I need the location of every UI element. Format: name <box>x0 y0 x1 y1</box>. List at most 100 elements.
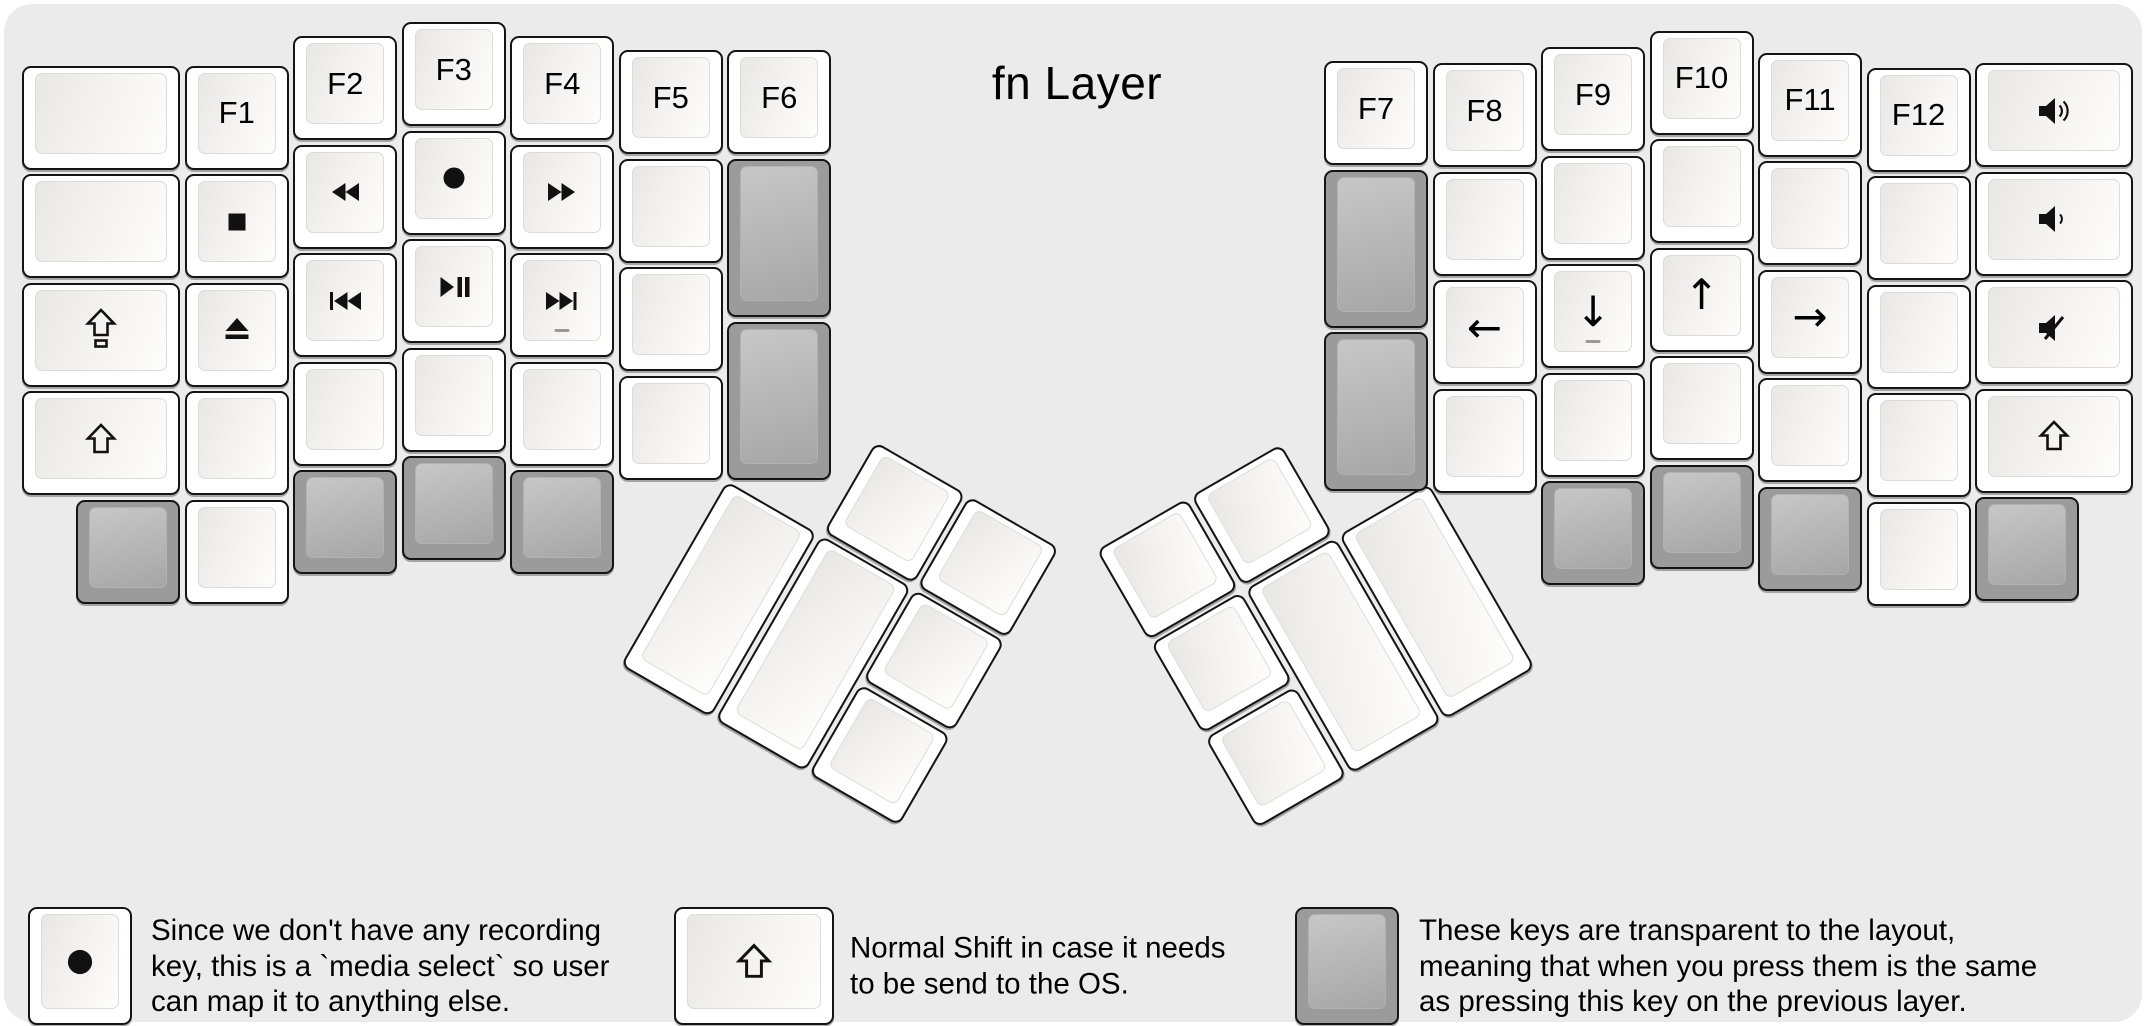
keytop: F7 <box>1337 68 1415 150</box>
key-blank-l-c0-r1[interactable] <box>22 174 181 279</box>
key-rewind[interactable] <box>293 144 398 249</box>
keytop <box>306 368 385 450</box>
keytop <box>631 274 710 356</box>
key-blank-r-c11-r3[interactable] <box>1758 378 1862 483</box>
key-transparent-r-inner-tall-1[interactable] <box>1324 169 1428 328</box>
key-f12[interactable]: F12 <box>1866 67 1971 172</box>
record-icon <box>443 167 465 189</box>
key-f1[interactable]: F1 <box>184 65 289 170</box>
key-transparent-l-bottom-3[interactable] <box>401 456 506 561</box>
keytop <box>1771 168 1849 250</box>
key-blank-l-bottom-1[interactable] <box>184 499 289 604</box>
key-f8[interactable]: F8 <box>1432 63 1537 168</box>
next-icon <box>546 291 577 310</box>
key-blank-l-c4-r3[interactable] <box>510 361 615 466</box>
key-legend-sample-1 <box>28 907 132 1025</box>
keytop: ↑ <box>1662 254 1741 336</box>
key-mute[interactable] <box>1975 280 2134 385</box>
key-blank-r-c10-r3[interactable] <box>1649 356 1754 461</box>
key-blank-l-c5-r3[interactable] <box>618 375 723 480</box>
key-volume-down[interactable] <box>1975 171 2134 276</box>
key-legend-sample-3 <box>1295 907 1399 1025</box>
key-label: F1 <box>218 95 255 131</box>
arrow-down-icon: ↓ <box>1575 286 1611 336</box>
key-transparent-l-inner-tall-1[interactable] <box>727 158 832 318</box>
key-blank-l-c5-r2[interactable] <box>618 267 723 372</box>
arrow-left-icon: ← <box>1466 302 1503 352</box>
key-blank-r-c9-r3[interactable] <box>1541 372 1645 477</box>
keytop: F2 <box>306 43 385 125</box>
key-caps-shift[interactable] <box>22 282 181 387</box>
key-blank-r-c8-r1[interactable] <box>1432 171 1537 276</box>
key-blank-r-c12-r2[interactable] <box>1866 284 1971 389</box>
page-title: fn Layer <box>991 57 1163 109</box>
key-transparent-r-bottom-10[interactable] <box>1649 464 1754 569</box>
keytop <box>35 181 168 263</box>
key-transparent-r-bottom-13[interactable] <box>1975 497 2079 602</box>
key-stop[interactable] <box>184 174 289 279</box>
key-transparent-r-bottom-9[interactable] <box>1541 481 1645 586</box>
key-volume-up[interactable] <box>1975 63 2134 168</box>
key-blank-r-c8-r3[interactable] <box>1432 388 1537 493</box>
key-blank-l-c2-r3[interactable] <box>293 361 398 466</box>
keytop <box>523 368 602 450</box>
keytop <box>414 354 493 436</box>
key-arrow-down[interactable]: ↓ <box>1541 264 1645 369</box>
key-transparent-l-bottom-0[interactable] <box>76 499 181 604</box>
keytop <box>1662 146 1741 228</box>
keytop <box>414 137 493 219</box>
key-transparent-l-bottom-2[interactable] <box>293 470 398 575</box>
key-eject[interactable] <box>184 282 289 387</box>
keytop: F4 <box>523 43 602 125</box>
keytop: F1 <box>197 72 276 154</box>
key-blank-l-c5-r1[interactable] <box>618 158 723 263</box>
key-transparent-l-inner-tall-2[interactable] <box>727 321 832 480</box>
key-shift-left[interactable] <box>22 391 181 496</box>
legend-text-line: key, this is a `media select` so user <box>151 949 610 983</box>
key-blank-r-c10-r1[interactable] <box>1649 139 1754 244</box>
key-blank-r-c11-r1[interactable] <box>1758 161 1862 266</box>
legend-text-line: to be send to the OS. <box>850 967 1129 1000</box>
key-arrow-up[interactable]: ↑ <box>1649 247 1754 352</box>
key-play-pause[interactable] <box>401 239 506 344</box>
keytop <box>1879 508 1958 590</box>
keytop <box>1445 395 1524 477</box>
key-f2[interactable]: F2 <box>293 36 398 141</box>
eject-icon <box>225 318 249 340</box>
key-transparent-l-bottom-4[interactable] <box>510 470 615 575</box>
key-f4[interactable]: F4 <box>510 36 615 141</box>
key-f10[interactable]: F10 <box>1649 30 1754 135</box>
keytop <box>1988 178 2121 260</box>
keytop <box>1988 504 2066 586</box>
key-arrow-right[interactable]: → <box>1758 269 1862 374</box>
key-shift-right[interactable] <box>1975 388 2134 493</box>
key-prev-track[interactable] <box>293 253 398 358</box>
key-record[interactable] <box>401 130 506 235</box>
key-blank-r-c12-r1[interactable] <box>1866 176 1971 281</box>
key-f5[interactable]: F5 <box>618 50 723 155</box>
ffwd-icon <box>548 183 576 202</box>
key-next-track[interactable] <box>510 253 615 358</box>
key-arrow-left[interactable]: ← <box>1432 280 1537 385</box>
key-blank-l-c0-r0[interactable] <box>22 65 181 170</box>
key-blank-l-c3-r3[interactable] <box>401 347 506 452</box>
key-blank-r-c12-r3[interactable] <box>1866 393 1971 498</box>
key-label: F9 <box>1574 76 1612 112</box>
key-f3[interactable]: F3 <box>401 22 506 127</box>
key-transparent-r-bottom-11[interactable] <box>1758 486 1862 591</box>
keytop <box>197 181 276 263</box>
key-f11[interactable]: F11 <box>1758 52 1862 157</box>
capsshift-icon <box>85 308 118 348</box>
key-fast-forward[interactable] <box>510 144 615 249</box>
keytop <box>936 508 1045 618</box>
key-blank-r-c9-r1[interactable] <box>1541 155 1645 260</box>
key-f7[interactable]: F7 <box>1324 61 1428 166</box>
key-f6[interactable]: F6 <box>727 50 832 155</box>
voldown-icon <box>2039 206 2063 233</box>
key-transparent-r-inner-tall-2[interactable] <box>1324 332 1428 491</box>
key-blank-l-c1-r3[interactable] <box>184 391 289 496</box>
key-f9[interactable]: F9 <box>1541 47 1645 152</box>
key-blank-r-bottom-12[interactable] <box>1866 501 1971 606</box>
